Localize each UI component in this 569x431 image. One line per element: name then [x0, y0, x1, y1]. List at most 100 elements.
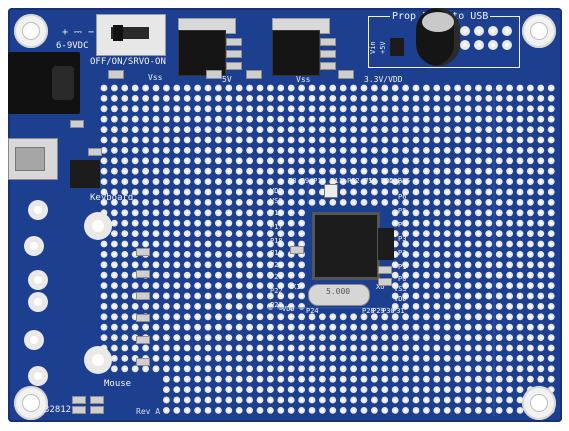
- grid-hole: [485, 396, 493, 404]
- header-pad[interactable]: [488, 26, 498, 36]
- grid-hole: [267, 355, 274, 362]
- header-pad[interactable]: [502, 40, 512, 50]
- grid-hole: [194, 147, 202, 154]
- grid-hole: [121, 157, 129, 165]
- header-pad[interactable]: [502, 26, 512, 36]
- grid-hole: [225, 188, 233, 196]
- grid-hole: [277, 157, 285, 165]
- grid-hole: [391, 115, 399, 123]
- grid-hole: [298, 126, 305, 133]
- dc-power-jack[interactable]: [8, 52, 80, 114]
- grid-hole: [443, 365, 451, 373]
- switch-knob[interactable]: [113, 25, 123, 41]
- smd-capacitor: [206, 70, 222, 79]
- grid-hole: [360, 313, 368, 321]
- grid-hole: [454, 115, 461, 123]
- grid-hole: [152, 105, 160, 113]
- mini-usb-connector[interactable]: [8, 138, 58, 180]
- grid-hole: [287, 84, 295, 92]
- grid-hole: [225, 115, 233, 123]
- grid-hole: [475, 136, 482, 144]
- grid-hole: [329, 115, 337, 123]
- grid-hole: [277, 199, 285, 206]
- ps2-pad[interactable]: [24, 236, 44, 256]
- grid-hole: [194, 167, 202, 175]
- header-pad[interactable]: [488, 40, 498, 50]
- grid-hole: [142, 167, 150, 175]
- pin-label-vss-right: VSS: [394, 285, 407, 293]
- ps2-large-pad[interactable]: [84, 212, 112, 240]
- grid-hole: [277, 147, 285, 154]
- grid-hole: [235, 147, 243, 154]
- grid-hole: [131, 199, 139, 206]
- grid-hole: [215, 240, 222, 248]
- grid-hole: [183, 147, 191, 154]
- grid-hole: [319, 105, 326, 113]
- grid-hole: [423, 105, 430, 113]
- grid-hole: [527, 261, 534, 269]
- grid-hole: [506, 251, 513, 258]
- grid-hole: [485, 115, 493, 123]
- grid-hole: [183, 199, 191, 206]
- header-pad[interactable]: [460, 40, 470, 50]
- grid-hole: [527, 209, 534, 217]
- grid-hole: [267, 251, 274, 258]
- grid-hole: [152, 334, 160, 341]
- smd-diode: [390, 38, 404, 56]
- grid-hole: [142, 178, 150, 186]
- grid-hole: [194, 219, 202, 227]
- grid-hole: [173, 147, 181, 154]
- ps2-pad[interactable]: [28, 270, 48, 290]
- ps2-pad[interactable]: [28, 292, 48, 312]
- ps2-pad[interactable]: [28, 366, 48, 386]
- grid-hole: [235, 126, 243, 133]
- grid-hole: [142, 188, 150, 196]
- grid-hole: [204, 147, 212, 154]
- grid-hole: [412, 407, 420, 414]
- grid-hole: [256, 355, 264, 362]
- grid-hole: [100, 95, 108, 102]
- smd-resistor: [136, 270, 150, 278]
- ps2-pad[interactable]: [28, 200, 48, 220]
- reset-button[interactable]: [324, 184, 338, 198]
- grid-hole: [183, 407, 191, 414]
- grid-hole: [537, 240, 545, 248]
- grid-hole: [329, 365, 337, 373]
- header-pad[interactable]: [474, 40, 484, 50]
- grid-hole: [495, 407, 503, 414]
- pin-label-xo: XO: [376, 283, 385, 291]
- ps2-pad[interactable]: [24, 330, 44, 350]
- grid-hole: [277, 84, 285, 92]
- grid-hole: [277, 355, 285, 362]
- grid-hole: [308, 147, 316, 154]
- grid-hole: [246, 147, 254, 154]
- grid-hole: [443, 334, 451, 341]
- grid-hole: [131, 303, 139, 310]
- header-pad[interactable]: [460, 26, 470, 36]
- grid-hole: [485, 313, 493, 321]
- grid-hole: [152, 115, 160, 123]
- grid-hole: [443, 105, 451, 113]
- grid-hole: [204, 261, 212, 269]
- pin-label-p19: P19: [270, 249, 283, 257]
- grid-hole: [350, 323, 357, 331]
- grid-hole: [329, 136, 337, 144]
- grid-hole: [246, 292, 254, 300]
- grid-hole: [319, 95, 326, 102]
- ps2-large-pad[interactable]: [84, 346, 112, 374]
- grid-hole: [464, 147, 472, 154]
- grid-hole: [256, 105, 264, 113]
- grid-hole: [111, 136, 118, 144]
- grid-hole: [537, 313, 545, 321]
- header-pad[interactable]: [474, 26, 484, 36]
- grid-hole: [537, 303, 545, 310]
- grid-hole: [485, 147, 493, 154]
- grid-hole: [495, 313, 503, 321]
- grid-hole: [204, 355, 212, 362]
- grid-hole: [152, 230, 160, 238]
- grid-hole: [256, 167, 264, 175]
- power-switch[interactable]: [96, 14, 166, 56]
- grid-hole: [527, 365, 534, 373]
- grid-hole: [360, 344, 368, 352]
- grid-hole: [350, 147, 357, 154]
